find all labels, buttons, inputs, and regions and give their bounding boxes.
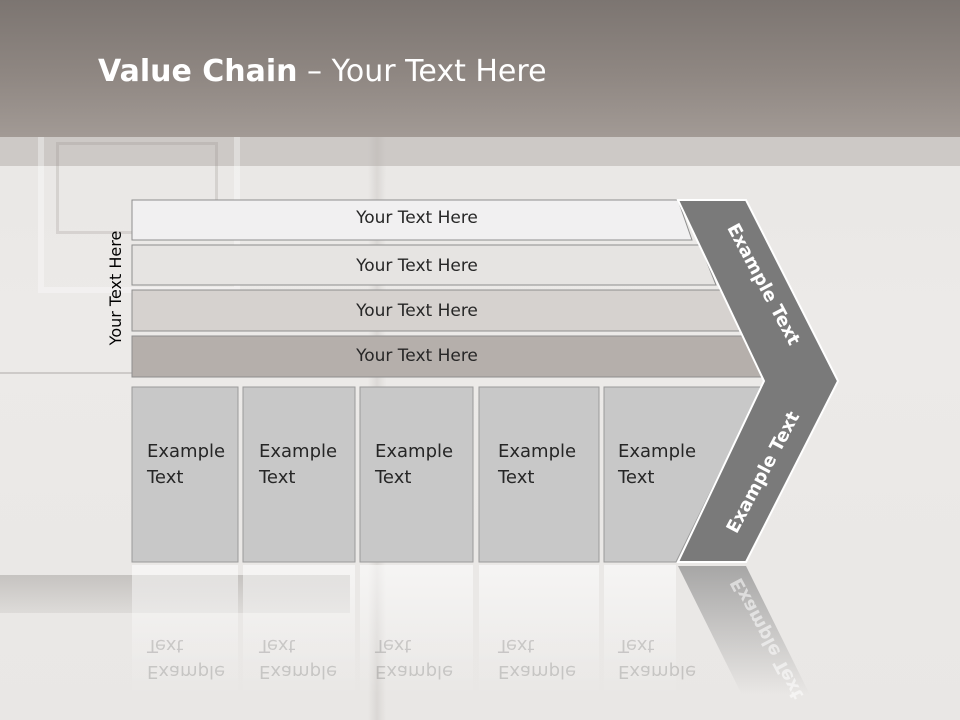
cell-text-1-line1: Example — [147, 441, 226, 462]
cell-text-reflection-1-line1: Example — [147, 661, 226, 682]
cell-text-reflection-2-line1: Example — [259, 661, 338, 682]
cell-text-reflection-5-line1: Example — [618, 661, 697, 682]
title-bar — [0, 0, 960, 137]
side-label: Your Text Here — [106, 230, 125, 346]
cell-text-4-line2: Text — [498, 467, 535, 488]
cell-reflection-1 — [132, 565, 238, 695]
cell-text-reflection-1-line2: Text — [147, 635, 184, 656]
cell-box-2 — [242, 386, 356, 563]
cell-text-5-line2: Text — [618, 467, 655, 488]
cell-box-3 — [359, 386, 474, 563]
cell-text-reflection-1: Example Text — [147, 632, 225, 684]
cell-text-reflection-5: Example Text — [618, 632, 696, 684]
row-label-1: Your Text Here — [356, 208, 478, 228]
cell-box-1 — [131, 386, 239, 563]
cell-reflection-3 — [360, 565, 473, 695]
row-bar-1 — [131, 199, 693, 241]
cell-text-3-line2: Text — [375, 467, 412, 488]
cell-text-reflection-5-line2: Text — [618, 635, 655, 656]
cell-text-reflection-2-line2: Text — [259, 635, 296, 656]
cell-text-reflection-4-line1: Example — [498, 661, 577, 682]
row-label-4: Your Text Here — [356, 346, 478, 366]
cell-text-1-line2: Text — [147, 467, 184, 488]
slide-title-bold: Value Chain — [98, 54, 298, 89]
cell-text-3-line1: Example — [375, 441, 454, 462]
cell-box-5 — [603, 386, 763, 563]
cell-text-2-line2: Text — [259, 467, 296, 488]
cell-text-5-line1: Example — [618, 441, 697, 462]
cell-text-reflection-3: Example Text — [375, 632, 453, 684]
cell-text-2-line1: Example — [259, 441, 338, 462]
background-line — [0, 372, 230, 374]
cell-text-reflection-3-line1: Example — [375, 661, 454, 682]
chevron-arrow — [676, 199, 840, 563]
row-label-3: Your Text Here — [356, 301, 478, 321]
cell-box-4 — [478, 386, 600, 563]
slide-title: Value Chain – Your Text Here — [98, 54, 547, 89]
cell-text-4-line1: Example — [498, 441, 577, 462]
cell-text-reflection-3-line2: Text — [375, 635, 412, 656]
row-label-2: Your Text Here — [356, 256, 478, 276]
cell-reflection-4 — [479, 565, 599, 695]
chevron-reflection — [678, 566, 810, 695]
cell-text-reflection-2: Example Text — [259, 632, 337, 684]
row-bar-2 — [131, 244, 717, 286]
cell-reflection-2 — [243, 565, 355, 695]
cell-text-reflection-4: Example Text — [498, 632, 576, 684]
slide-title-rest: – Your Text Here — [297, 54, 547, 89]
cell-text-reflection-4-line2: Text — [498, 635, 535, 656]
cell-reflection-5 — [604, 565, 676, 695]
title-band — [0, 137, 960, 166]
